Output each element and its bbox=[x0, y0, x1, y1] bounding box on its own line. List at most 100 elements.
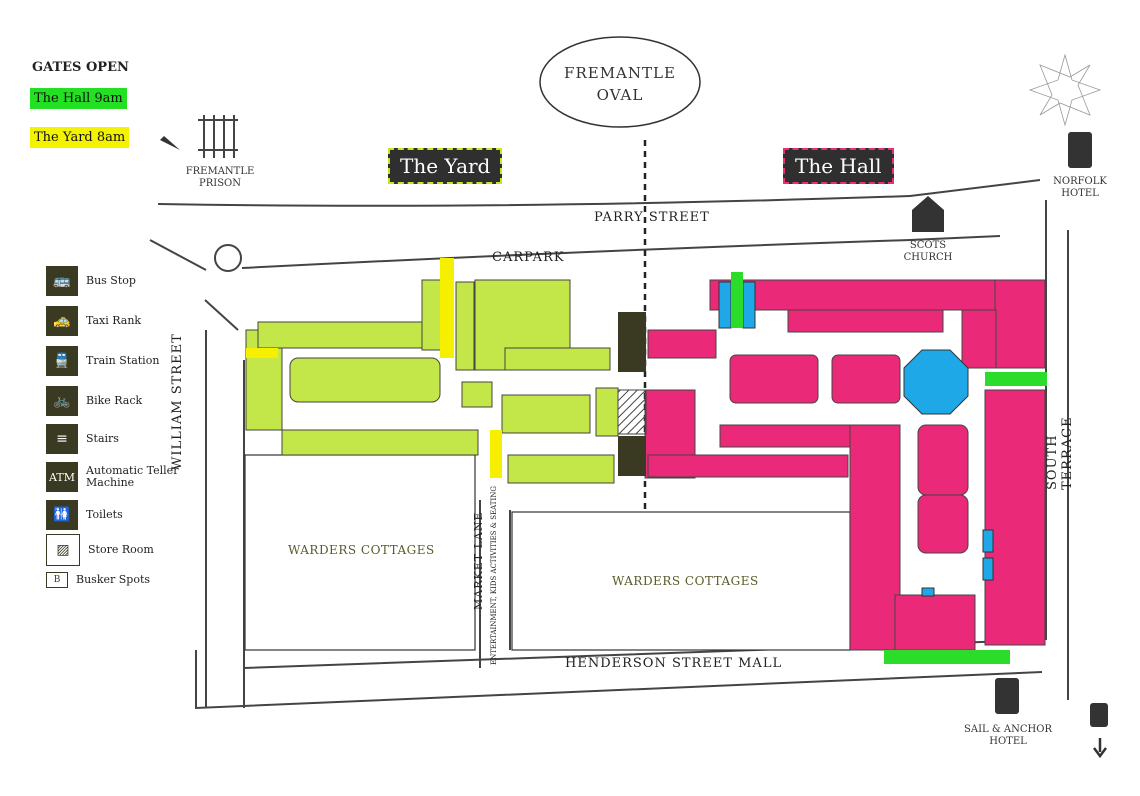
toilets-icon: 🚻 bbox=[46, 500, 78, 530]
yard-entry-marker bbox=[246, 348, 278, 358]
south-entry-marker bbox=[985, 372, 1047, 386]
henderson-entry-marker bbox=[884, 650, 1010, 664]
market-lane-road bbox=[479, 500, 511, 668]
stall-I bbox=[921, 587, 935, 597]
stall-block bbox=[961, 309, 997, 369]
busker-spot-icon: B bbox=[46, 572, 68, 588]
stall-block bbox=[289, 357, 441, 403]
legend-busker: B Busker Spots bbox=[46, 572, 150, 588]
market-entry-marker bbox=[490, 430, 502, 478]
south-terrace-label: SOUTH TERRACE bbox=[1045, 416, 1075, 490]
legend-toilets: 🚻 Toilets bbox=[46, 500, 123, 530]
compass-rose bbox=[1028, 53, 1102, 127]
stall-block bbox=[281, 429, 479, 456]
stall-block bbox=[729, 354, 819, 404]
train-icon: 🚆 bbox=[46, 346, 78, 376]
roundabout-approach bbox=[149, 239, 239, 331]
legend-label: Bike Rack bbox=[86, 394, 143, 407]
stall-block bbox=[647, 329, 717, 359]
roundabout bbox=[214, 244, 242, 272]
henderson-street-label: HENDERSON STREET MALL bbox=[565, 656, 783, 671]
legend-label: Stairs bbox=[86, 432, 119, 445]
legend-bike: 🚲 Bike Rack bbox=[46, 386, 142, 416]
yard-gate-badge: The Yard 8am bbox=[30, 127, 130, 148]
legend-atm: ATM Automatic Teller Machine bbox=[46, 462, 196, 492]
stall-block bbox=[257, 321, 429, 349]
south-terrace-road bbox=[1045, 200, 1069, 700]
hall-stalls bbox=[644, 279, 1046, 651]
gates-title: GATES OPEN bbox=[32, 60, 129, 75]
william-street-road bbox=[205, 330, 245, 708]
legend-label: Automatic Teller Machine bbox=[86, 464, 179, 489]
carpark-label: CARPARK bbox=[492, 250, 565, 265]
stall-O bbox=[742, 281, 756, 329]
sail-anchor-label: SAIL & ANCHOR HOTEL bbox=[964, 724, 1052, 747]
stall-block bbox=[787, 309, 944, 333]
legend-label: Busker Spots bbox=[76, 573, 151, 586]
legend-train: 🚆 Train Station bbox=[46, 346, 159, 376]
warders-cottages-label: WARDERS COTTAGES bbox=[288, 543, 435, 557]
parry-street-label: PARRY STREET bbox=[594, 210, 710, 225]
legend-label: Store Room bbox=[88, 543, 154, 556]
stall-block bbox=[719, 424, 851, 448]
parry-east-road bbox=[909, 179, 1041, 241]
store-room bbox=[617, 389, 647, 435]
legend-label: Bus Stop bbox=[86, 274, 136, 287]
octagon-stalls bbox=[903, 349, 969, 415]
stall-block bbox=[455, 281, 475, 371]
prison-icon bbox=[198, 115, 238, 158]
stall-block bbox=[984, 389, 1046, 646]
stall-block bbox=[461, 381, 493, 408]
oval-line-2: OVAL bbox=[596, 86, 644, 104]
warders-cottages-east bbox=[511, 511, 851, 651]
stall-block bbox=[501, 394, 591, 434]
legend-stairs: ≡ Stairs bbox=[46, 424, 119, 454]
legend-bus: 🚌 Bus Stop bbox=[46, 266, 136, 296]
stall-block bbox=[917, 494, 969, 554]
beer-icon bbox=[1068, 132, 1092, 168]
stall-block bbox=[917, 424, 969, 496]
stall-J bbox=[982, 529, 994, 553]
fremantle-oval bbox=[539, 36, 701, 128]
legend-label: Taxi Rank bbox=[86, 314, 142, 327]
stall-block bbox=[507, 454, 615, 484]
stall-block bbox=[504, 347, 611, 371]
legend-label: Train Station bbox=[86, 354, 160, 367]
blue-stalls bbox=[718, 281, 994, 597]
stall-block bbox=[994, 279, 1046, 369]
church-icon bbox=[912, 196, 944, 232]
store-room-icon: ▨ bbox=[46, 534, 80, 566]
toilets-yard bbox=[618, 436, 646, 476]
stall-P bbox=[718, 281, 732, 329]
bike-icon: 🚲 bbox=[46, 386, 78, 416]
hall-gate-badge: The Hall 9am bbox=[30, 88, 127, 109]
market-office bbox=[618, 312, 646, 372]
legend-label: Toilets bbox=[86, 508, 123, 521]
atm-icon: ATM bbox=[46, 462, 78, 492]
stall-block bbox=[849, 424, 901, 651]
oval-label: FREMANTLE OVAL bbox=[555, 62, 685, 106]
stall-block bbox=[894, 594, 976, 651]
stall-block bbox=[831, 354, 901, 404]
yard-stalls bbox=[245, 279, 619, 484]
down-arrow-icon bbox=[1093, 738, 1107, 759]
church-label: SCOTS CHURCH bbox=[903, 240, 953, 263]
stall-block bbox=[595, 387, 619, 437]
legend-store-room: ▨ Store Room bbox=[46, 534, 154, 566]
farmers-lane-entry-marker bbox=[440, 258, 454, 358]
market-lane-sub-label: ENTERTAINMENT, KIDS ACTIVITIES & SEATING bbox=[490, 486, 498, 665]
stall-block bbox=[709, 279, 1046, 311]
taxi-icon: 🚕 bbox=[46, 306, 78, 336]
hall-district-label: The Hall bbox=[783, 148, 894, 184]
roads bbox=[149, 179, 1069, 710]
hall-entry-marker bbox=[731, 272, 743, 328]
legend-taxi: 🚕 Taxi Rank bbox=[46, 306, 141, 336]
warders-cottages-label: WARDERS COTTAGES bbox=[612, 574, 759, 588]
beer-icon bbox=[995, 678, 1019, 714]
train-icon bbox=[1090, 703, 1108, 727]
stall-block bbox=[647, 454, 849, 478]
arrow-icon bbox=[160, 136, 180, 150]
warders-cottages-west bbox=[244, 454, 476, 651]
parry-street-road bbox=[157, 195, 911, 269]
